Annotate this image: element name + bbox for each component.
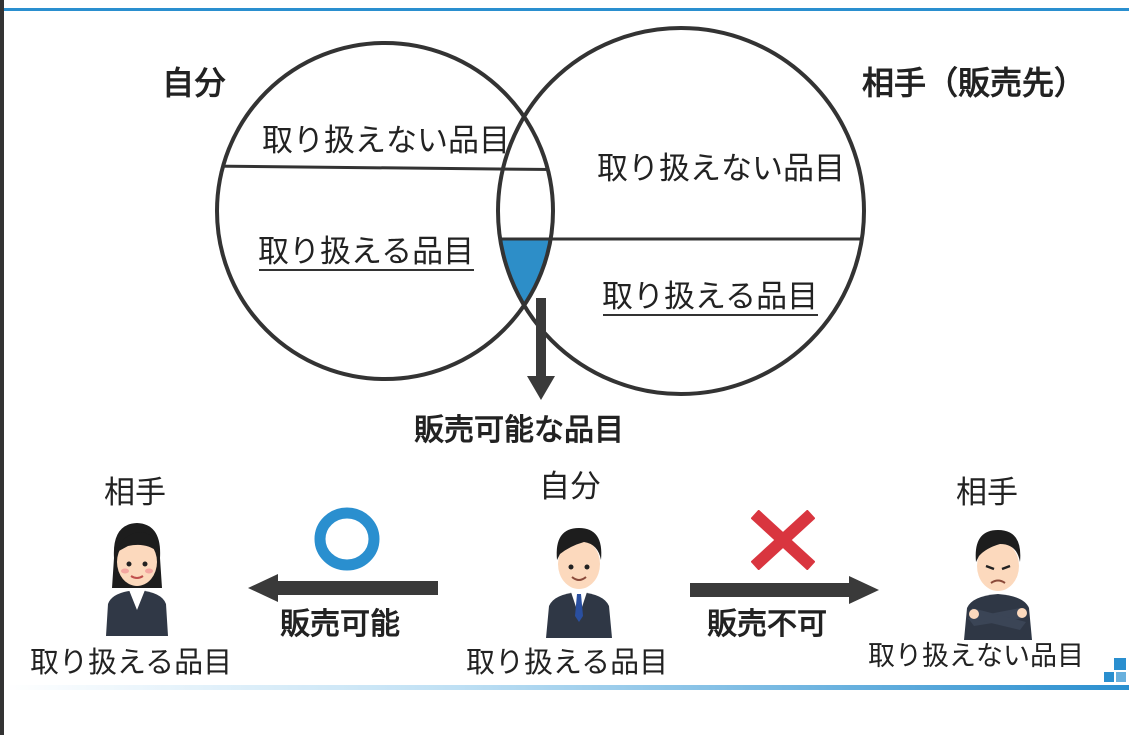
venn-right-title: 相手（販売先） [862, 64, 1087, 102]
result-arrow-head [527, 376, 555, 400]
cross-mark-icon [751, 510, 815, 570]
sellable-arrow-shaft [276, 581, 438, 595]
venn-left-bottom-label: 取り扱える品目 [258, 234, 475, 270]
circle-mark-icon [314, 507, 380, 571]
left-person-caption: 取り扱える品目 [30, 645, 233, 679]
venn-left-top-label: 取り扱えない品目 [262, 123, 510, 159]
man-office-worker-icon [546, 528, 612, 638]
center-person-title: 自分 [539, 469, 601, 505]
sellable-arrow-head [248, 574, 278, 602]
left-circle-divider [217, 164, 553, 172]
left-border [0, 0, 4, 735]
result-arrow-shaft [536, 298, 546, 376]
sellable-label: 販売可能 [280, 607, 400, 642]
venn-right-top-label: 取り扱えない品目 [597, 151, 845, 187]
venn-left-title: 自分 [162, 64, 227, 102]
not-sellable-label: 販売不可 [707, 607, 827, 642]
center-person-caption: 取り扱える品目 [466, 645, 669, 679]
not-sellable-arrow-shaft [690, 583, 850, 597]
venn-result-label: 販売可能な品目 [414, 413, 624, 448]
right-circle [496, 26, 866, 396]
left-circle [215, 41, 555, 381]
not-sellable-arrow-head [849, 576, 879, 604]
left-person-title: 相手 [104, 475, 166, 511]
venn-right-bottom-label: 取り扱える品目 [602, 279, 819, 315]
corner-decoration [1104, 658, 1126, 688]
woman-office-worker-icon [106, 523, 168, 636]
top-accent-line [4, 8, 1129, 11]
right-person-title: 相手 [956, 475, 1018, 511]
troubled-man-crossing-arms-icon [964, 530, 1032, 640]
bottom-accent-line [4, 685, 1129, 690]
right-person-caption: 取り扱えない品目 [868, 641, 1084, 672]
